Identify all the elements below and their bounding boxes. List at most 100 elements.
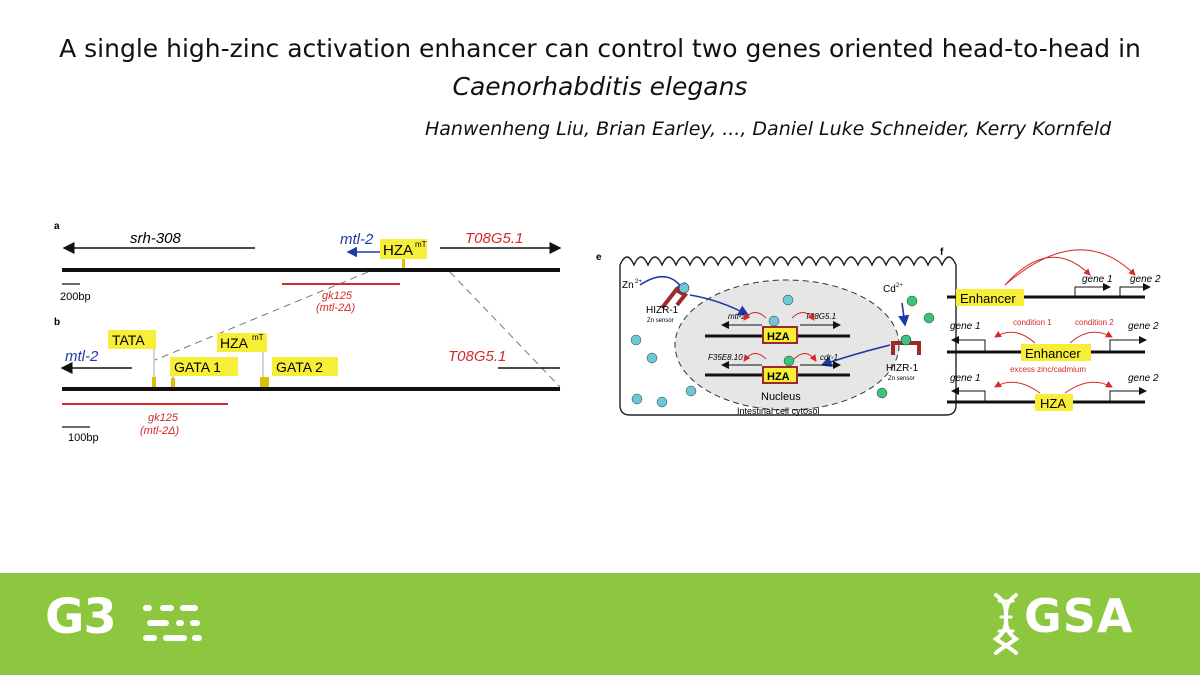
gene1-label-f3: gene 1 [950,373,981,384]
cd-ion-3 [876,387,888,399]
gene1-arrow-f3 [951,387,986,402]
paper-title: A single high-zinc activation enhancer c… [0,30,1200,106]
tata-tick [152,377,156,387]
cond1-label-f2: condition 1 [1013,318,1052,327]
mtl-2-label-a: mtl-2 [340,231,374,248]
hza-label-e-lower: HZA [767,371,790,383]
scale-label-b: 100bp [68,432,99,444]
author-list: Hanwenheng Liu, Brian Earley, ..., Danie… [425,118,1112,140]
footer-banner: G3 GSA [0,573,1200,675]
hza-label-e-upper: HZA [767,331,790,343]
zn-ion-nuc-1 [768,315,780,327]
act-arrow-e1 [743,312,767,321]
hza-box-b [217,333,267,352]
panel-a: a srh-308 mtl-2 HZA mT T08G5.1 200bp gk1… [54,221,562,388]
hizr1-left-translocate [689,294,750,316]
g3-logo: G3 [45,589,117,645]
gata1-tick [171,378,175,388]
graphical-abstract-figure: a srh-308 mtl-2 HZA mT T08G5.1 200bp gk1… [50,215,1200,455]
panel-b: b mtl-2 TATA GATA 1 HZA mT GATA 2 T08G5.… [54,317,560,444]
gene2-label-f2: gene 2 [1128,321,1159,332]
srh-308-label: srh-308 [130,230,182,247]
panel-f-label: f [940,247,944,258]
act-arrow-f1b [1004,249,1136,286]
hza-sup-a: mT [415,240,427,249]
gene2-label-f1: gene 2 [1130,274,1161,285]
enhancer-label-f1: Enhancer [960,291,1016,306]
panel-f: f Enhancer gene 1 gene 2 gene 1 gene 2 c… [940,247,1161,411]
hizr1-right-sub: Zn sensor [888,376,915,382]
enhancer-box-f1 [956,289,1024,306]
cd-entry-arrow [898,302,910,327]
deletion-sub-a: (mtl-2Δ) [316,302,355,314]
zn-ion-2 [646,352,658,364]
gene2-arrow-f3 [1109,387,1147,402]
gene-cdr1-e: cdr-1 [820,353,838,362]
scale-label-a: 200bp [60,291,91,303]
hza-box-e-upper [762,326,798,344]
hizr1-left-shape [660,287,689,310]
cd-ion-nuc-1 [783,355,795,367]
cd-sup: 2+ [896,283,903,289]
nucleus-label: Nucleus [761,391,801,403]
hizr1-left-sub: Zn sensor [647,318,674,324]
deletion-sub-b: (mtl-2Δ) [140,425,179,437]
gene2-arrow-f2 [1109,336,1147,352]
zn-ion-6 [782,294,794,306]
act-arrow-f3b [1064,381,1113,394]
enhancer-label-f2: Enhancer [1025,346,1081,361]
figure-svg: a srh-308 mtl-2 HZA mT T08G5.1 200bp gk1… [54,221,1161,444]
g3-dash-icon [143,605,202,641]
hza-label-f3: HZA [1040,396,1066,411]
hizr1-right-translocate [820,344,891,368]
cell-outline [619,256,957,416]
act-arrow-f2b [1069,331,1113,344]
gene1-arrow-f2 [951,336,986,352]
gene1-label-f1: gene 1 [1082,274,1113,285]
note-label-f3: excess zinc/cadmium [1010,365,1086,374]
cond2-label-f2: condition 2 [1075,318,1114,327]
tata-box [108,330,156,349]
gene2-arrow-f1 [1119,283,1151,297]
hza-label-a: HZA [383,242,413,259]
act-arrow-f2a [994,330,1036,344]
panel-b-label: b [54,317,60,328]
gene-f35e8-e: F35E8.10 [708,353,743,362]
zn-ion-4 [656,396,668,408]
cd-label: Cd [883,284,896,295]
t08g5-label-a: T08G5.1 [465,230,523,247]
hza-sup-b: mT [252,333,264,342]
act-arrow-e4 [793,353,817,362]
hza-tick-b [260,377,269,388]
zn-label: Zn [622,280,634,291]
panel-e-label: e [596,252,602,263]
gata1-box [170,357,238,376]
zn-ion-1 [630,334,642,346]
gsa-logo: GSA [1024,589,1134,643]
deletion-label-a: gk125 [322,290,353,302]
zoom-line-right [449,271,561,388]
zoom-line-left [154,271,369,361]
gene2-label-f3: gene 2 [1128,373,1159,384]
zn-sup: 2+ [635,279,642,285]
gene-mtl2-e: mtl-2 [728,312,746,321]
panel-e: e Nucleus Intestinal cell cytosol Zn 2+ … [596,252,957,416]
zn-ion-5 [685,385,697,397]
hizr1-right-label: HIZR-1 [886,363,919,374]
mtl-2-label-b: mtl-2 [65,348,99,365]
hza-box-a [380,239,427,259]
title-line-1: A single high-zinc activation enhancer c… [59,34,1141,63]
cd-ion-1 [906,295,918,307]
zn-ion-bound-left [678,282,690,294]
cd-ion-2 [923,312,935,324]
enhancer-box-f2 [1021,344,1091,361]
gata1-label: GATA 1 [174,359,221,375]
act-arrow-e2 [791,312,815,321]
hza-box-e-lower [762,366,798,384]
title-line-2: Caenorhabditis elegans [452,72,748,101]
cytosol-label: Intestinal cell cytosol [737,406,820,416]
gata2-box [272,357,338,376]
gene1-label-f2: gene 1 [950,321,981,332]
hza-label-b: HZA [220,335,249,351]
deletion-label-b: gk125 [148,412,179,424]
